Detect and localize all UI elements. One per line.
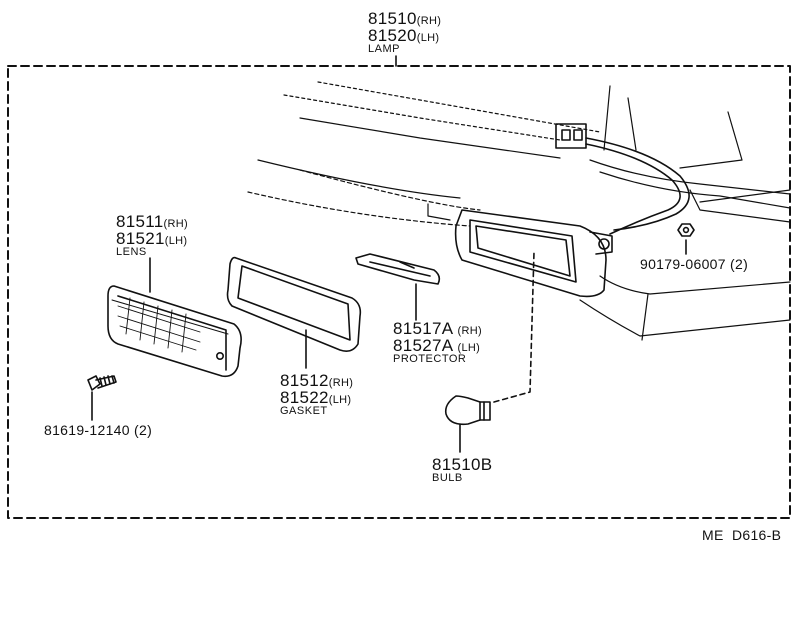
assembly-boundary (7, 65, 791, 519)
lens-part (107, 285, 242, 378)
lens-rh-number: 81511 (116, 212, 164, 231)
nut-number: 90179-06007 (640, 256, 726, 272)
gasket-lh-suffix: (LH) (328, 394, 352, 406)
lens-lh-number: 81521 (116, 229, 165, 248)
screw-number: 81619-12140 (44, 422, 130, 438)
lamp-name: LAMP (368, 43, 400, 55)
protector-part (355, 253, 441, 285)
lens-rh-suffix: (RH) (163, 218, 188, 230)
lamp-housing (454, 209, 613, 298)
protector-lh-number: 81527A (393, 336, 453, 355)
nut-part (677, 223, 695, 237)
gasket-rh-suffix: (RH) (328, 377, 354, 389)
protector-rh-suffix: (RH) (457, 325, 482, 337)
gasket-name: GASKET (280, 405, 328, 417)
protector-name: PROTECTOR (393, 353, 467, 365)
gasket-label: 81512(RH) 81522(LH) GASKET (280, 372, 353, 417)
bulb-install-path (493, 251, 535, 403)
bulb-part (444, 395, 491, 426)
screw-label: 81619-12140 (2) (44, 423, 152, 437)
lamp-label: 81510(RH) 81520(LH) LAMP (368, 10, 441, 55)
nut-qty: (2) (730, 256, 749, 272)
protector-label: 81517A (RH) 81527A (LH) PROTECTOR (393, 320, 482, 365)
gasket-lh-number: 81522 (280, 388, 329, 407)
screw-part (87, 375, 117, 391)
vehicle-body-outline (247, 81, 791, 341)
bulb-name: BULB (432, 472, 463, 484)
lamp-rh-suffix: (RH) (416, 15, 442, 27)
screw-qty: (2) (134, 422, 153, 438)
wire-connector (555, 123, 690, 235)
diagram-ref-code: ME D616-B (702, 527, 782, 543)
protector-lh-suffix: (LH) (457, 342, 481, 354)
lens-label: 81511(RH) 81521(LH) LENS (116, 213, 188, 258)
bulb-label: 81510B BULB (432, 456, 492, 484)
lens-lh-suffix: (LH) (164, 235, 188, 247)
gasket-part (226, 256, 362, 352)
lamp-lh-number: 81520 (368, 26, 417, 45)
gasket-rh-number: 81512 (280, 371, 329, 390)
bulb-number: 81510B (432, 455, 493, 474)
lens-name: LENS (116, 246, 147, 258)
lamp-rh-number: 81510 (368, 9, 417, 28)
protector-rh-number: 81517A (393, 319, 453, 338)
nut-label: 90179-06007 (2) (640, 257, 748, 271)
lamp-lh-suffix: (LH) (416, 32, 440, 44)
